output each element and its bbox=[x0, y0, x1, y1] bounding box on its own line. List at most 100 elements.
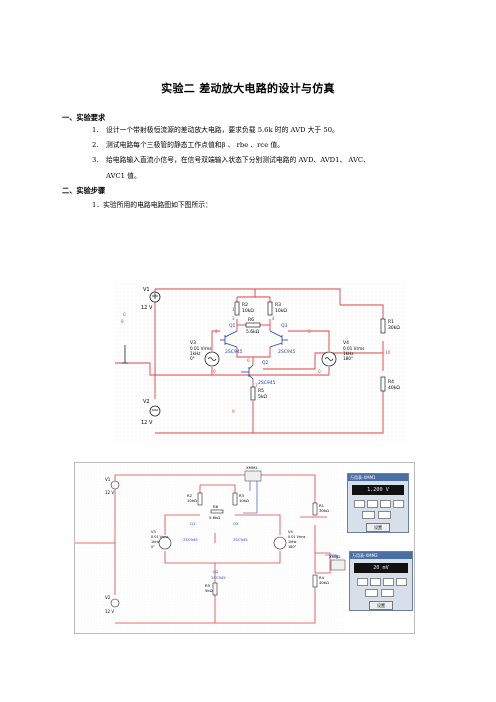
node-labels: 8 0 1 3 4 2 5 6 7 9 10 0 0 bbox=[121, 307, 391, 414]
q3-model: 2SC945 bbox=[278, 349, 296, 355]
r5-label: R5 bbox=[205, 583, 211, 588]
simulation-screenshot: XMM1 XMM2 V1 12 V V2 12 V R2 10kΩ R3 10k… bbox=[74, 462, 415, 634]
node-label: 7 bbox=[255, 383, 258, 388]
v4-freq: 1kHz bbox=[288, 540, 297, 544]
resistor-r6 bbox=[210, 509, 224, 514]
q2-label: Q2 bbox=[213, 569, 219, 574]
r4-label: R4 bbox=[388, 379, 394, 385]
v4-amp: 0.01 Vrms bbox=[343, 346, 364, 351]
r5-value: 5kΩ bbox=[258, 394, 267, 400]
node-label: 5 bbox=[308, 329, 311, 334]
dc-button[interactable] bbox=[381, 589, 394, 597]
window-title: 万用表-XMM1 bbox=[348, 474, 408, 481]
node-label: 0 bbox=[318, 369, 321, 374]
ac-dc-buttons bbox=[365, 589, 412, 597]
mode-button[interactable] bbox=[396, 578, 407, 586]
transistor-q1 bbox=[220, 330, 238, 348]
node-label: 3 bbox=[232, 316, 235, 321]
ac-button[interactable] bbox=[365, 589, 378, 597]
q3-label: Q3 bbox=[281, 323, 288, 329]
node-label: 2 bbox=[215, 329, 218, 334]
meter-display: 1.200 V bbox=[352, 485, 404, 495]
node-label: 0 bbox=[123, 312, 126, 317]
r3-label: R3 bbox=[239, 493, 245, 498]
requirement-text: 测试电路每个三极管的静态工作点值和β 、 rbe 、rce 值。 bbox=[106, 141, 285, 149]
r5-label: R5 bbox=[258, 388, 264, 394]
v3-freq: 1kHz bbox=[190, 351, 201, 356]
settings-button[interactable]: 设置 bbox=[369, 601, 393, 610]
node-label: 0 bbox=[213, 369, 216, 374]
v3-label: V3 bbox=[190, 340, 196, 346]
q2-model: 2SC945 bbox=[258, 380, 276, 386]
v1-value: 12 V bbox=[141, 305, 153, 311]
mode-button[interactable] bbox=[380, 500, 391, 508]
r6-label: R6 bbox=[248, 317, 254, 323]
multimeter-window-xmm2[interactable]: 万用表-XMM2 20 mV 设置 bbox=[349, 551, 413, 611]
r4-value: 40kΩ bbox=[388, 385, 400, 391]
resistor-r3 bbox=[267, 301, 273, 316]
v3-label: V3 bbox=[151, 530, 156, 534]
r2-label: R2 bbox=[187, 493, 193, 498]
v1-label: V1 bbox=[143, 287, 150, 293]
mode-button[interactable] bbox=[354, 500, 365, 508]
resistor-r2 bbox=[234, 301, 240, 316]
v2-value: 12 V bbox=[105, 609, 114, 614]
resistor-r5 bbox=[250, 386, 256, 401]
schematic-grid bbox=[115, 283, 405, 441]
requirement-2: 2. 测试电路每个三极管的静态工作点值和β 、 rbe 、rce 值。 bbox=[92, 141, 284, 150]
resistor-r4 bbox=[380, 376, 386, 392]
settings-button[interactable]: 设置 bbox=[366, 523, 390, 532]
r1-value: 30kΩ bbox=[388, 325, 400, 331]
transistor-q2 bbox=[241, 364, 254, 380]
v4-label: V4 bbox=[343, 340, 349, 346]
node-label: 8 bbox=[121, 319, 124, 324]
mode-button[interactable] bbox=[383, 578, 394, 586]
r3-value: 10kΩ bbox=[275, 308, 287, 314]
r6-value: 5.6kΩ bbox=[209, 515, 220, 520]
q1-label: Q1 bbox=[190, 521, 196, 526]
resistor-r6 bbox=[245, 322, 261, 328]
ac-source-v4 bbox=[273, 536, 287, 550]
mode-button[interactable] bbox=[370, 578, 381, 586]
multimeter-window-xmm1[interactable]: 万用表-XMM1 1.200 V 设置 bbox=[347, 473, 409, 533]
ac-source-v4 bbox=[321, 351, 337, 367]
dc-button[interactable] bbox=[378, 511, 391, 519]
v3-amp: 0.01 Vrms bbox=[151, 535, 169, 539]
mode-button[interactable] bbox=[367, 500, 378, 508]
ac-dc-buttons bbox=[362, 511, 408, 519]
node-label: 10 bbox=[385, 350, 391, 355]
requirement-number: 2. bbox=[92, 141, 99, 149]
resistor-r2 bbox=[197, 492, 203, 506]
xmm2-label: XMM2 bbox=[329, 554, 341, 559]
ac-source-v3 bbox=[158, 536, 172, 550]
v3-phase: 0° bbox=[151, 545, 155, 549]
r5-value: 5kΩ bbox=[205, 588, 213, 593]
ac-button[interactable] bbox=[362, 511, 375, 519]
resistor-r1 bbox=[380, 318, 386, 334]
resistor-r3 bbox=[232, 492, 238, 506]
r2-value: 10kΩ bbox=[187, 498, 197, 503]
mode-button[interactable] bbox=[357, 578, 368, 586]
meter-display: 20 mV bbox=[354, 563, 408, 573]
multimeter-xmm1-icon bbox=[244, 470, 262, 482]
mode-buttons bbox=[357, 578, 412, 586]
ground-icon bbox=[122, 345, 128, 364]
node-label: 9 bbox=[232, 409, 235, 414]
r6-label: R6 bbox=[213, 504, 219, 509]
r1-value: 30kΩ bbox=[319, 508, 329, 513]
v4-amp: 0.01 Vrms bbox=[288, 535, 306, 539]
v3-freq: 1kHz bbox=[151, 540, 160, 544]
section-heading-requirements: 一、实验要求 bbox=[62, 113, 106, 122]
section-heading-steps: 二、实验步骤 bbox=[62, 186, 106, 195]
multimeter-xmm2-icon bbox=[330, 559, 346, 571]
r2-label: R2 bbox=[242, 302, 248, 308]
mode-button[interactable] bbox=[393, 500, 404, 508]
dc-source-v1 bbox=[149, 291, 161, 303]
dc-source-v1 bbox=[110, 480, 120, 490]
v4-phase: 180° bbox=[343, 356, 353, 361]
r4-label: R4 bbox=[319, 575, 325, 580]
requirement-3-continued: AVC1 值。 bbox=[106, 172, 141, 180]
requirement-number: 3. bbox=[92, 156, 99, 164]
v4-label: V4 bbox=[288, 530, 293, 534]
resistor-r4 bbox=[312, 574, 318, 588]
